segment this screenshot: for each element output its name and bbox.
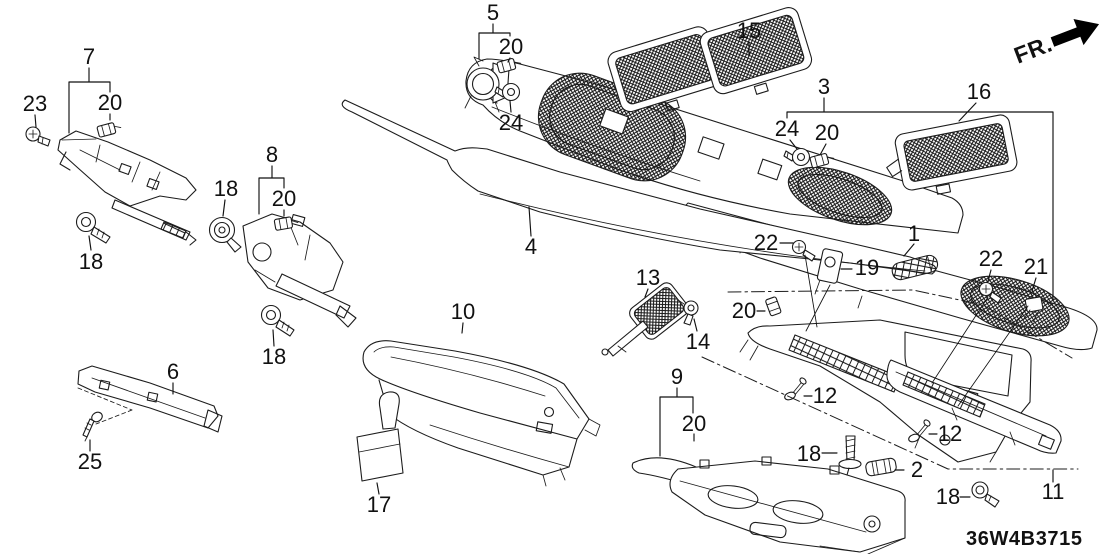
callout-20-28: 20 xyxy=(731,298,757,323)
callout-16-22: 16 xyxy=(966,79,992,104)
callout-20-21: 20 xyxy=(814,120,840,145)
phantom-lines xyxy=(701,289,1079,470)
callout-24-12: 24 xyxy=(498,110,524,135)
callout-15-18: 15 xyxy=(736,18,762,43)
callout-20-11: 20 xyxy=(498,34,524,59)
part-6-art xyxy=(77,365,223,433)
part-4-art xyxy=(341,99,937,275)
clip-2-icon xyxy=(865,457,897,477)
callout-9-30: 9 xyxy=(670,364,684,389)
part-11-art xyxy=(886,359,1062,454)
screw-18-icon-b xyxy=(260,304,295,337)
callout-18-3: 18 xyxy=(78,249,104,274)
part-16-art xyxy=(886,114,1018,195)
callout-22-23: 22 xyxy=(753,230,779,255)
glovebox-housing-art xyxy=(739,319,1032,463)
callout-24-20: 24 xyxy=(774,116,800,141)
screw-22-icon-a xyxy=(791,239,816,262)
callout-25-9: 25 xyxy=(77,449,103,474)
screw-18-icon-a xyxy=(75,211,111,244)
callout-18-5: 18 xyxy=(213,176,239,201)
callout-10-14: 10 xyxy=(450,299,476,324)
callout-14-17: 14 xyxy=(685,329,711,354)
diagram-code: 36W4B3715 xyxy=(966,528,1083,550)
clip-20-icon-d xyxy=(809,153,835,169)
part-9-art xyxy=(631,456,906,554)
callout-5-10: 5 xyxy=(486,0,500,25)
callout-1-25: 1 xyxy=(907,221,921,246)
callout-23-1: 23 xyxy=(22,91,48,116)
callout-13-16: 13 xyxy=(635,265,661,290)
callout-20-2: 20 xyxy=(97,90,123,115)
callout-12-32: 12 xyxy=(937,421,963,446)
screw-23-icon xyxy=(25,126,51,147)
callout-20-6: 20 xyxy=(271,186,297,211)
callout-4-13: 4 xyxy=(524,234,538,259)
callout-8-4: 8 xyxy=(265,142,279,167)
screw-18-icon-d xyxy=(971,481,1000,508)
callout-7-0: 7 xyxy=(82,44,96,69)
part-7-art xyxy=(57,130,197,246)
callout-18-7: 18 xyxy=(261,344,287,369)
clip-20-icon-c xyxy=(496,58,522,74)
pin-12-icon-b xyxy=(908,419,931,443)
part-15-art xyxy=(607,7,813,113)
clip-20-icon-a xyxy=(96,122,122,138)
callout-18-35: 18 xyxy=(935,484,961,509)
callout-2-33: 2 xyxy=(910,457,924,482)
screw-18-icon-c xyxy=(838,435,862,476)
clip-20-icon-b xyxy=(273,216,299,231)
part-1-art xyxy=(891,254,939,281)
fr-direction-marker: FR. xyxy=(1009,9,1106,72)
callout-17-15: 17 xyxy=(366,492,392,517)
grommet-18-icon xyxy=(208,216,242,253)
pin-12-icon-a xyxy=(784,377,807,401)
callout-6-8: 6 xyxy=(166,359,180,384)
part-13-art xyxy=(601,282,689,357)
callout-18-34: 18 xyxy=(796,441,822,466)
screw-22-icon-b xyxy=(978,281,1002,304)
screw-24-icon-a xyxy=(494,82,521,102)
callout-19-24: 19 xyxy=(854,255,880,280)
callout-20-31: 20 xyxy=(681,411,707,436)
clip-21-icon xyxy=(1022,289,1044,323)
callout-11-36: 11 xyxy=(1041,479,1065,504)
callout-12-29: 12 xyxy=(812,383,838,408)
part-8-art xyxy=(242,213,357,328)
callout-21-27: 21 xyxy=(1023,254,1049,279)
part-19-art xyxy=(816,248,844,284)
clip-20-icon-e xyxy=(765,296,782,317)
callout-22-26: 22 xyxy=(978,246,1004,271)
screw-24-icon-b xyxy=(783,147,811,167)
callout-3-19: 3 xyxy=(817,74,831,99)
fr-arrow-icon xyxy=(1050,19,1099,47)
part-17-art xyxy=(356,391,404,482)
clip-14-icon xyxy=(677,299,699,326)
screw-25-icon xyxy=(82,411,103,442)
